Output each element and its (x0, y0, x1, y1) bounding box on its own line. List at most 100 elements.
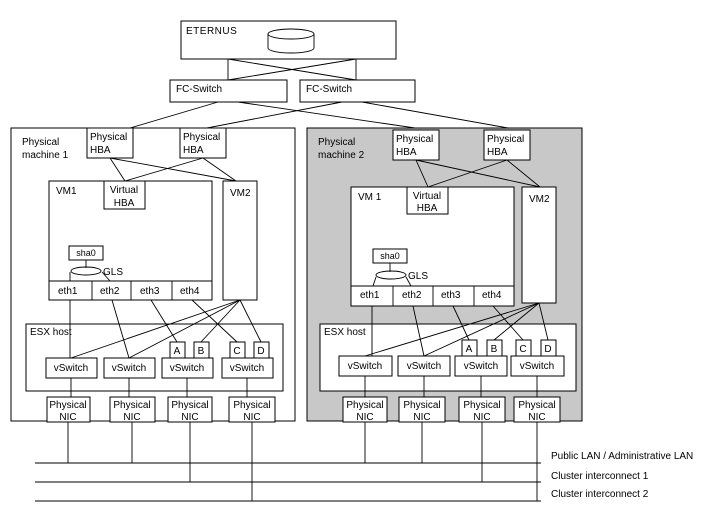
nic-label: NIC (473, 412, 490, 423)
vswitch-4 (510, 355, 565, 377)
vm-vswitch-links (69, 299, 262, 359)
fc-hba-links (129, 101, 509, 129)
vswitch-label: vSwitch (54, 363, 88, 374)
eth1-label: eth1 (360, 290, 380, 301)
hba-label: Physical (183, 132, 220, 143)
sha0-label: sha0 (380, 251, 400, 261)
nic-label: NIC (413, 412, 430, 423)
virtual-hba-label: Virtual (413, 191, 441, 202)
gls-label: GLS (408, 271, 428, 282)
vswitch-3 (161, 357, 214, 379)
physical-nic-2 (109, 396, 156, 423)
nic-label: Physical (233, 400, 270, 411)
virtual-hba-label: HBA (114, 198, 135, 209)
machine-1-label-line2: machine 1 (22, 150, 69, 161)
vswitch-label: vSwitch (170, 363, 204, 374)
nic-label: NIC (181, 412, 198, 423)
physical-machine-2: Physical machine 2 Physical HBA Physical… (318, 129, 577, 423)
port-d-label: D (257, 346, 264, 357)
vm2-label: VM2 (529, 194, 550, 205)
gls-bond-icon (70, 266, 102, 276)
eth4-label: eth4 (180, 286, 200, 297)
fc-switch-2-label: FC-Switch (306, 84, 352, 95)
hba-label: HBA (396, 147, 417, 158)
fc-switch-1-label: FC-Switch (176, 84, 222, 95)
nic-label: Physical (49, 400, 86, 411)
virtual-hba-label: HBA (417, 203, 438, 214)
nic-label: NIC (528, 412, 545, 423)
physical-nic-1 (46, 396, 91, 423)
physical-machine-1: Physical machine 1 Physical HBA Physical… (22, 127, 284, 423)
esx-host-label: ESX host (30, 327, 72, 338)
nic-label: Physical (113, 400, 150, 411)
physical-nic-3 (167, 396, 213, 423)
vm1-label: VM1 (56, 186, 77, 197)
eth2-label: eth2 (402, 290, 422, 301)
vm-vswitch-links (364, 302, 549, 357)
hba-label: Physical (396, 134, 433, 145)
nic-label: Physical (403, 400, 440, 411)
nic-label: NIC (243, 412, 260, 423)
virtual-hba (103, 180, 146, 210)
vswitch-label: vSwitch (407, 361, 441, 372)
vswitch-label: vSwitch (520, 361, 554, 372)
eternus-label: ETERNUS (186, 26, 237, 37)
vm1-eth-row: eth1 eth2 eth3 eth4 (351, 285, 514, 306)
vswitch-4 (221, 357, 274, 379)
storage-fc-links (227, 58, 357, 81)
machine-2-label-line1: Physical (318, 137, 355, 148)
vswitch-label: vSwitch (348, 361, 382, 372)
cluster-interconnect-1-label: Cluster interconnect 1 (551, 471, 649, 482)
eternus-storage: ETERNUS (180, 20, 397, 60)
hba-label: HBA (90, 145, 111, 156)
vm1-label: VM 1 (358, 192, 382, 203)
physical-hba-1 (86, 127, 134, 159)
nic-label: Physical (346, 400, 383, 411)
port-c-label: C (233, 346, 240, 357)
port-b-label: B (491, 344, 498, 355)
eth1-label: eth1 (58, 286, 78, 297)
hba-label: HBA (487, 147, 508, 158)
hba-label: Physical (90, 132, 127, 143)
nic-label: NIC (59, 412, 76, 423)
vswitch-label: vSwitch (112, 363, 146, 374)
network-segments: Public LAN / Administrative LAN Cluster … (35, 451, 693, 502)
vm1-eth-row: eth1 eth2 eth3 eth4 (49, 280, 212, 300)
eth3-label: eth3 (140, 286, 160, 297)
nic-label: NIC (123, 412, 140, 423)
physical-nic-2 (398, 396, 446, 423)
eth4-label: eth4 (482, 290, 502, 301)
port-a-label: A (174, 346, 181, 357)
hba-label: Physical (487, 134, 524, 145)
vm2-label: VM2 (230, 188, 251, 199)
nic-label: Physical (171, 400, 208, 411)
fc-switch-2: FC-Switch (299, 79, 416, 103)
physical-nic-4 (513, 396, 561, 423)
vswitch-label: vSwitch (230, 363, 264, 374)
disk-icon (267, 28, 315, 54)
port-c-label: C (519, 344, 526, 355)
port-b-label: B (198, 346, 205, 357)
nic-label: NIC (356, 412, 373, 423)
gls-label: GLS (103, 267, 123, 278)
physical-hba-1 (392, 129, 440, 161)
machine-2-label-line2: machine 2 (318, 150, 365, 161)
vswitch-label: vSwitch (464, 361, 498, 372)
physical-nic-4 (228, 396, 276, 423)
nic-network-drops (67, 422, 538, 501)
eth2-label: eth2 (100, 286, 120, 297)
hba-label: HBA (183, 145, 204, 156)
virtual-hba-label: Virtual (110, 185, 138, 196)
gls-bond-icon (375, 270, 407, 280)
machine-1-label-line1: Physical (22, 137, 59, 148)
sha0-label: sha0 (76, 248, 96, 258)
cluster-interconnect-2-label: Cluster interconnect 2 (551, 489, 649, 500)
esx-host-label: ESX host (324, 327, 366, 338)
port-d-label: D (544, 344, 551, 355)
nic-label: Physical (518, 400, 555, 411)
eth3-label: eth3 (441, 290, 461, 301)
virtual-hba (406, 186, 449, 215)
fc-switch-1: FC-Switch (169, 79, 288, 103)
public-lan-label: Public LAN / Administrative LAN (551, 451, 693, 462)
